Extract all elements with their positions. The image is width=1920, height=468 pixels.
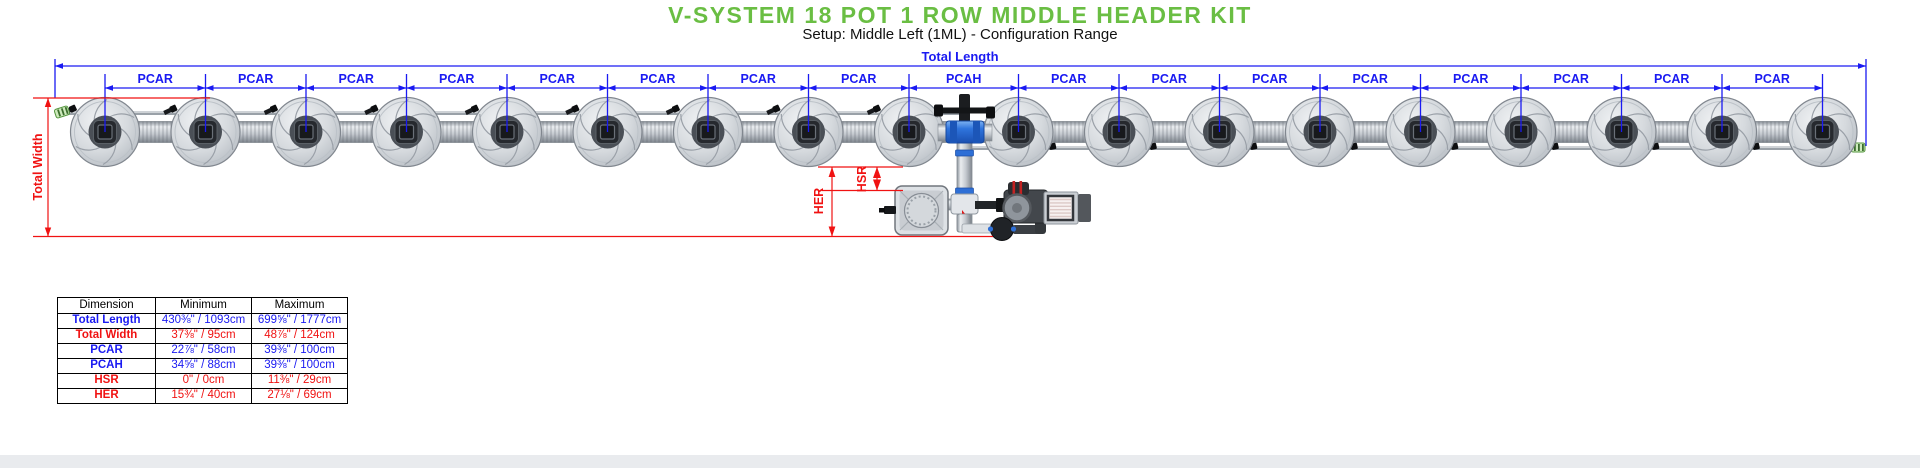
- svg-text:PCAR: PCAR: [1554, 72, 1589, 86]
- svg-text:PCAR: PCAR: [1755, 72, 1790, 86]
- page-subtitle: Setup: Middle Left (1ML) - Configuration…: [802, 26, 1118, 43]
- page-title: V-SYSTEM 18 POT 1 ROW MIDDLE HEADER KIT: [668, 2, 1252, 28]
- svg-text:PCAH: PCAH: [946, 72, 981, 86]
- svg-text:PCAR: PCAR: [1051, 72, 1086, 86]
- svg-text:PCAR: PCAR: [1152, 72, 1187, 86]
- svg-text:Total Width: Total Width: [31, 134, 45, 201]
- min-value-cell: 34⅝" / 88cm: [155, 358, 252, 374]
- dimension-name-cell: PCAR: [57, 343, 156, 359]
- max-value-cell: 39⅜" / 100cm: [251, 343, 348, 359]
- svg-text:PCAR: PCAR: [1654, 72, 1689, 86]
- feed-elbow-fitting: [766, 104, 781, 115]
- svg-text:PCAR: PCAR: [540, 72, 575, 86]
- svg-text:HER: HER: [812, 188, 826, 214]
- dimension-name-cell: PCAH: [57, 358, 156, 374]
- dimension-name-cell: HER: [57, 388, 156, 404]
- svg-text:PCAR: PCAR: [1252, 72, 1287, 86]
- max-value-cell: 48⅞" / 124cm: [251, 328, 348, 344]
- pump-assembly: [987, 181, 1091, 241]
- feed-elbow-fitting: [665, 104, 680, 115]
- max-value-cell: 11⅜" / 29cm: [251, 373, 348, 389]
- feed-elbow-fitting: [163, 104, 178, 115]
- svg-text:PCAR: PCAR: [640, 72, 675, 86]
- feed-line-end-fitting: [53, 105, 71, 119]
- feed-elbow-fitting: [866, 104, 881, 115]
- pots: [69, 96, 1858, 168]
- min-value-cell: 37⅜" / 95cm: [155, 328, 252, 344]
- svg-text:PCAR: PCAR: [439, 72, 474, 86]
- dimension-name-cell: Total Length: [57, 313, 156, 329]
- table-header-cell: Dimension: [57, 297, 156, 314]
- table-header-cell: Maximum: [251, 297, 348, 314]
- svg-text:HSR: HSR: [855, 166, 869, 192]
- min-value-cell: 0" / 0cm: [155, 373, 252, 389]
- svg-text:PCAR: PCAR: [138, 72, 173, 86]
- bottom-edge: [0, 455, 1920, 468]
- dimension-name-cell: HSR: [57, 373, 156, 389]
- max-value-cell: 699⅝" / 1777cm: [251, 313, 348, 329]
- svg-text:PCAR: PCAR: [1353, 72, 1388, 86]
- reservoir-tank: [879, 185, 949, 236]
- svg-text:PCAR: PCAR: [238, 72, 273, 86]
- svg-text:PCAR: PCAR: [1453, 72, 1488, 86]
- svg-text:PCAR: PCAR: [339, 72, 374, 86]
- min-value-cell: 22⅞" / 58cm: [155, 343, 252, 359]
- feed-elbow-fitting: [263, 104, 278, 115]
- feed-elbow-fitting: [364, 104, 379, 115]
- svg-text:Total Length: Total Length: [921, 49, 998, 64]
- dimension-name-cell: Total Width: [57, 328, 156, 344]
- svg-text:PCAR: PCAR: [741, 72, 776, 86]
- svg-text:PCAR: PCAR: [841, 72, 876, 86]
- min-value-cell: 430⅜" / 1093cm: [155, 313, 252, 329]
- max-value-cell: 39⅜" / 100cm: [251, 358, 348, 374]
- max-value-cell: 27⅛" / 69cm: [251, 388, 348, 404]
- table-header-cell: Minimum: [155, 297, 252, 314]
- feed-elbow-fitting: [464, 104, 479, 115]
- feed-elbow-fitting: [565, 104, 580, 115]
- min-value-cell: 15¾" / 40cm: [155, 388, 252, 404]
